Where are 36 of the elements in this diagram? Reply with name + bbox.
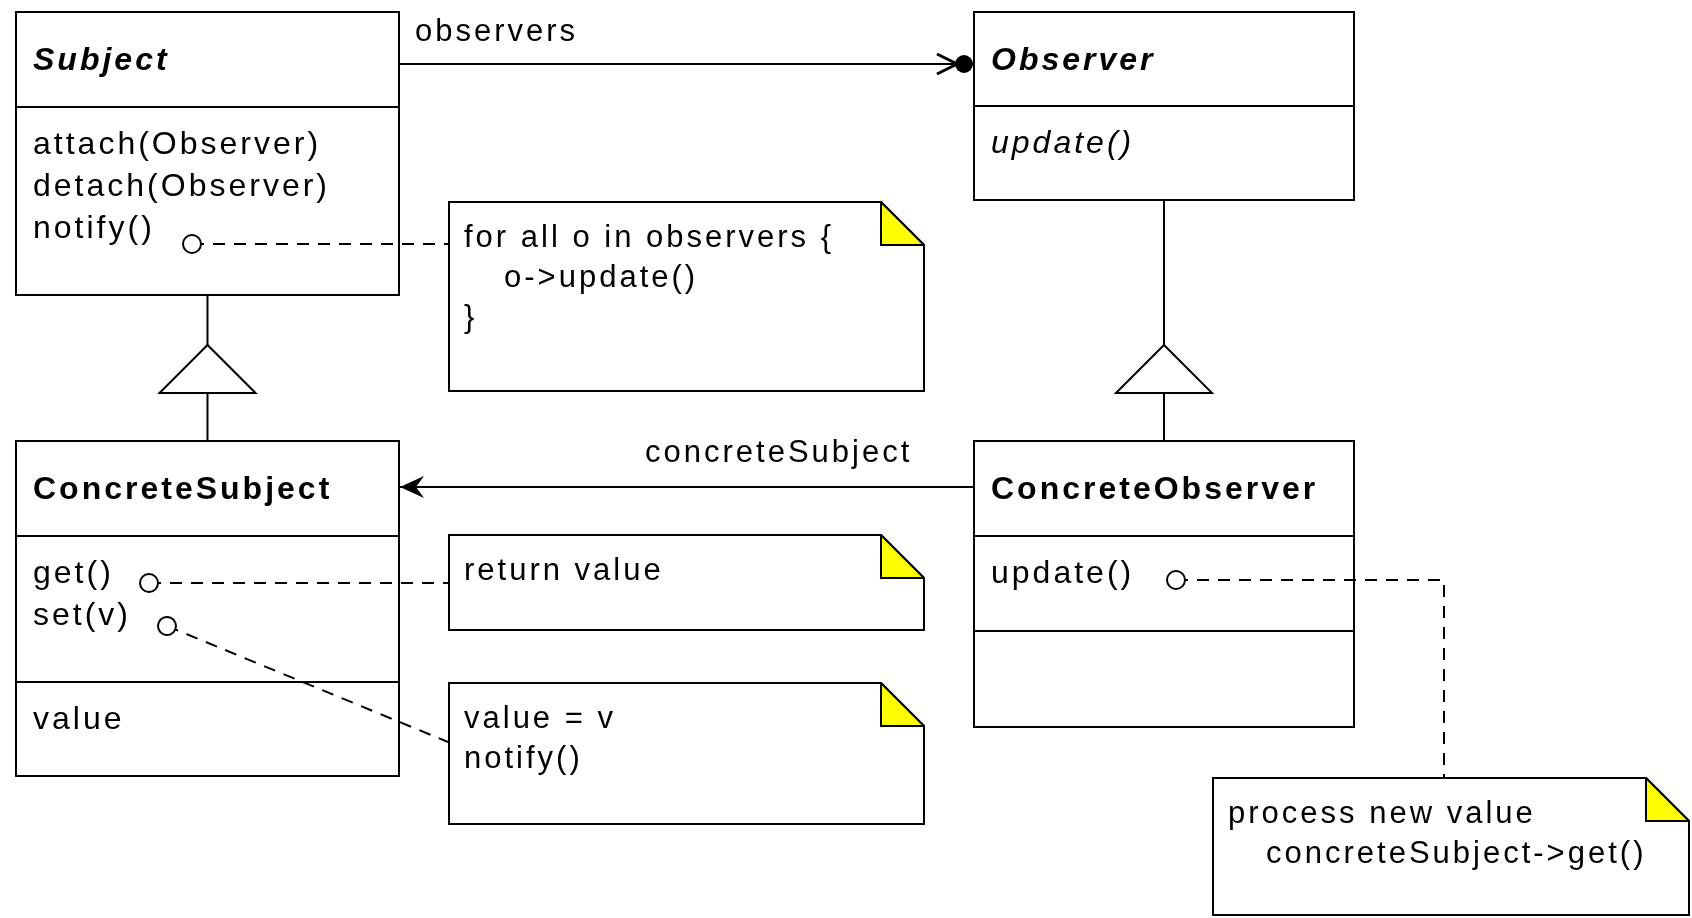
association-arrow [158, 295, 257, 441]
member-text: value [33, 699, 125, 739]
member-text: update() [991, 552, 1135, 592]
class-box [15, 440, 400, 777]
member-text: set(v) [33, 594, 131, 634]
class-name: Subject [33, 40, 170, 80]
member-text: detach(Observer) [33, 165, 330, 205]
note-text: concreteSubject->get() [1266, 834, 1647, 872]
note-box [448, 534, 925, 631]
note-leader-line [139, 573, 449, 593]
class-box [973, 440, 1355, 728]
class-name: ConcreteObserver [991, 469, 1319, 509]
note-text: process new value [1228, 794, 1536, 832]
note-text: } [464, 298, 478, 336]
class-name: ConcreteSubject [33, 469, 333, 509]
note-box [1212, 777, 1690, 916]
member-text: attach(Observer) [33, 123, 322, 163]
class-box [15, 11, 400, 296]
note-box [448, 682, 925, 825]
class-box [973, 11, 1355, 201]
note-text: notify() [464, 739, 583, 777]
note-text: value = v [464, 699, 616, 737]
member-text: update() [991, 122, 1135, 162]
note-leader-line [157, 616, 449, 743]
note-text: o->update() [504, 258, 699, 296]
note-text: for all o in observers { [464, 218, 835, 256]
note-text: return value [464, 551, 664, 589]
association-arrow [399, 52, 975, 76]
note-box [448, 201, 925, 392]
association-arrow [399, 476, 974, 498]
association-arrow [1115, 200, 1213, 441]
member-text: get() [33, 552, 114, 592]
note-leader-line [182, 234, 449, 254]
note-leader-line [1166, 570, 1445, 778]
member-text: notify() [33, 207, 155, 247]
class-name: Observer [991, 39, 1156, 79]
